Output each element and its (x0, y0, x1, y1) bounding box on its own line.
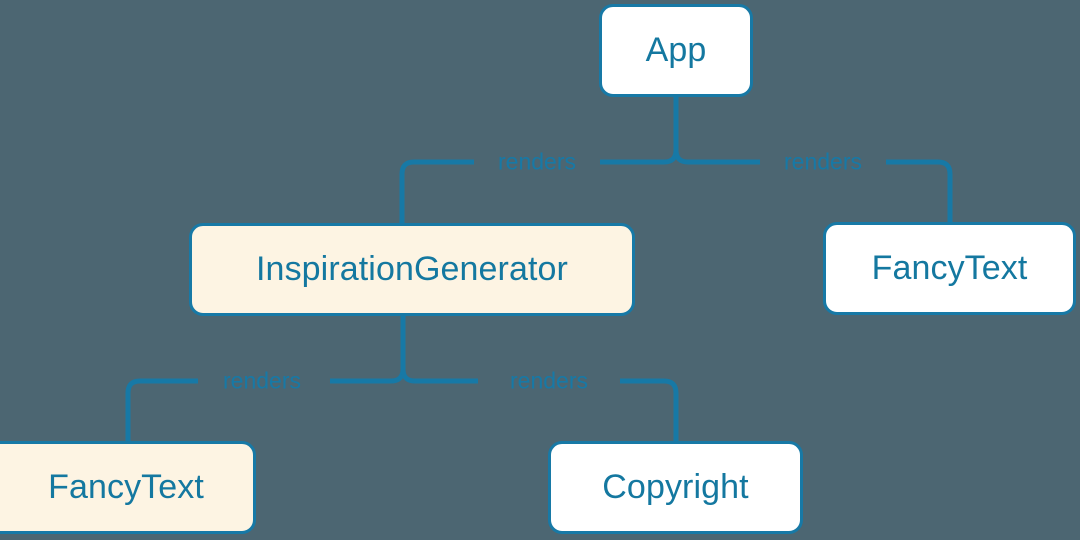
edge-label-inspiration-to-copyright: renders (510, 367, 588, 394)
node-fancytext-right[interactable]: FancyText (823, 222, 1076, 315)
edge-label-app-to-inspiration: renders (498, 148, 576, 175)
node-copyright-label: Copyright (602, 468, 749, 506)
edge-inspiration-to-copyright-right-run (620, 378, 679, 441)
node-copyright[interactable]: Copyright (548, 441, 803, 534)
node-fancytext-left-label: FancyText (48, 468, 204, 506)
edge-app-to-inspiration-left-run (399, 159, 474, 223)
node-fancytext-right-label: FancyText (871, 249, 1028, 287)
node-app-label: App (645, 31, 707, 69)
edge-app-stem-right (673, 97, 689, 165)
node-inspiration-generator-label: InspirationGenerator (256, 250, 568, 288)
edge-inspiration-to-fancytext-left-run (125, 378, 198, 441)
node-inspiration-generator[interactable]: InspirationGenerator (189, 223, 635, 316)
edge-app-to-fancytext-right-run (886, 159, 953, 222)
edge-label-app-to-fancytext: renders (784, 148, 862, 175)
edge-label-inspiration-to-fancytext: renders (223, 367, 301, 394)
node-fancytext-left[interactable]: FancyText (0, 441, 256, 534)
edge-inspiration-stem-right (400, 316, 416, 384)
node-app[interactable]: App (599, 4, 753, 97)
